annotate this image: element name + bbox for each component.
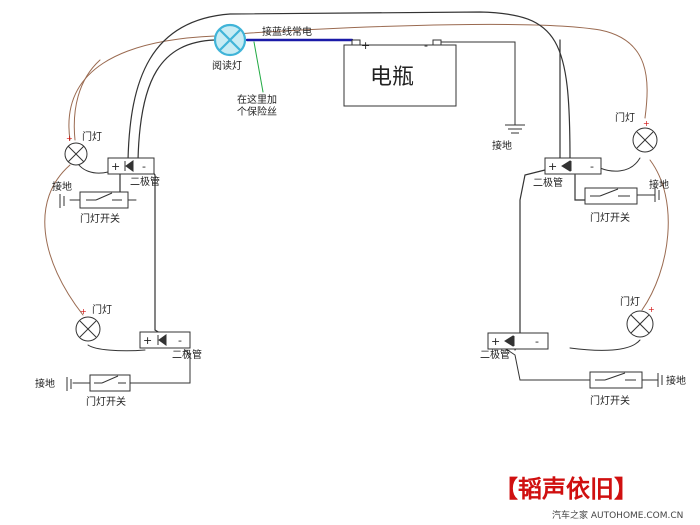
left-bottom-switch-label: 门灯开关	[86, 395, 126, 408]
left-bottom-diode-minus: -	[178, 334, 182, 347]
right-bottom-diode-plus: +	[491, 335, 500, 348]
reading-lamp-label: 阅读灯	[212, 59, 242, 72]
right-bottom-door-switch: 接地 门灯开关	[589, 371, 686, 407]
right-top-door-switch: 接地 门灯开关	[584, 178, 669, 224]
right-top-switch-label: 门灯开关	[590, 211, 630, 224]
battery-label: 电瓶	[370, 65, 414, 90]
battery-positive-terminal	[351, 39, 361, 46]
right-brown-lamp-link	[641, 159, 669, 311]
right-bottom-ground-label: 接地	[666, 374, 686, 387]
left-top-diode-plus: +	[111, 160, 120, 173]
right-diode1-down	[514, 169, 546, 351]
right-top-diode: + - 二极管	[533, 157, 602, 189]
left-bottom-diode-label: 二极管	[172, 348, 202, 361]
battery: + - 电瓶	[343, 39, 457, 107]
right-top-diode-label: 二极管	[533, 176, 563, 189]
fuse-note-line2: 个保险丝	[237, 105, 277, 118]
right-lamp2-wire	[569, 339, 641, 351]
left-top-lamp-plus: +	[66, 134, 73, 143]
autohome-watermark: 汽车之家 AUTOHOME.COM.CN	[552, 509, 683, 521]
battery-ground	[505, 124, 525, 134]
battery-ground-label: 接地	[492, 139, 512, 152]
battery-box	[343, 44, 457, 107]
diode-icon	[504, 335, 515, 347]
diode-icon	[561, 160, 572, 172]
left-top-diode-minus: -	[142, 160, 146, 173]
right-diode2-to-switch	[499, 344, 591, 381]
left-top-ground-label: 接地	[52, 180, 72, 193]
reading-lamp: 阅读灯	[212, 23, 247, 72]
left-brown-lamp-link	[44, 164, 84, 316]
battery-plus-sign: +	[361, 39, 370, 52]
left-top-door-lamp: + 门灯	[64, 130, 102, 166]
constant-power-label: 接蓝线常电	[262, 25, 312, 38]
right-bottom-diode-minus: -	[535, 335, 539, 348]
left-lamp1-top-wire	[73, 59, 101, 141]
right-bottom-lamp-plus: +	[648, 305, 655, 314]
left-lamp2-to-diode	[87, 344, 146, 352]
right-bottom-diode: + - 二极管	[480, 332, 549, 361]
left-bottom-door-switch: 接地 门灯开关	[35, 374, 131, 408]
left-top-door-switch: 接地 门灯开关	[52, 180, 129, 225]
outer-brown-wire	[68, 23, 648, 141]
reading-lamp-feed	[137, 39, 216, 161]
right-top-lamp-plus: +	[643, 119, 650, 128]
diode-icon	[157, 334, 167, 346]
battery-ground-wire	[436, 41, 516, 126]
fuse-note-line1: 在这里加	[237, 93, 277, 106]
left-bottom-diode-plus: +	[143, 334, 152, 347]
left-bottom-lamp-label: 门灯	[92, 303, 112, 316]
wires	[44, 11, 669, 384]
battery-negative-terminal	[432, 39, 442, 46]
battery-minus-sign: -	[424, 39, 428, 52]
left-top-lamp-label: 门灯	[82, 130, 102, 143]
left-top-switch-label: 门灯开关	[80, 212, 120, 225]
left-bottom-lamp-plus: +	[80, 307, 87, 316]
brand-caption: 【韬声依旧】	[494, 474, 638, 503]
left-bottom-door-lamp: + 门灯	[75, 303, 112, 342]
inner-dark-loop	[127, 11, 571, 161]
right-top-door-lamp: + 门灯	[615, 111, 658, 153]
right-top-diode-minus: -	[590, 160, 594, 173]
right-lamp1-wire	[599, 157, 641, 172]
left-top-diode-label: 二极管	[130, 175, 160, 188]
right-diode1-to-switch	[574, 174, 586, 201]
right-top-diode-plus: +	[548, 160, 557, 173]
left-bottom-ground-label: 接地	[35, 377, 55, 390]
right-bottom-lamp-label: 门灯	[620, 295, 640, 308]
fuse-pointer-line	[253, 41, 264, 93]
right-top-lamp-label: 门灯	[615, 111, 635, 124]
diode-icon	[124, 160, 134, 172]
right-bottom-switch-label: 门灯开关	[590, 394, 630, 407]
left-bottom-diode: + - 二极管	[139, 331, 202, 361]
left-top-diode: + - 二极管	[107, 157, 160, 188]
left-diode1-down	[149, 167, 161, 334]
right-top-ground-label: 接地	[649, 178, 669, 191]
right-bottom-door-lamp: + 门灯	[620, 295, 655, 338]
left-diode2-to-switch	[129, 349, 191, 384]
right-bottom-diode-label: 二极管	[480, 348, 510, 361]
